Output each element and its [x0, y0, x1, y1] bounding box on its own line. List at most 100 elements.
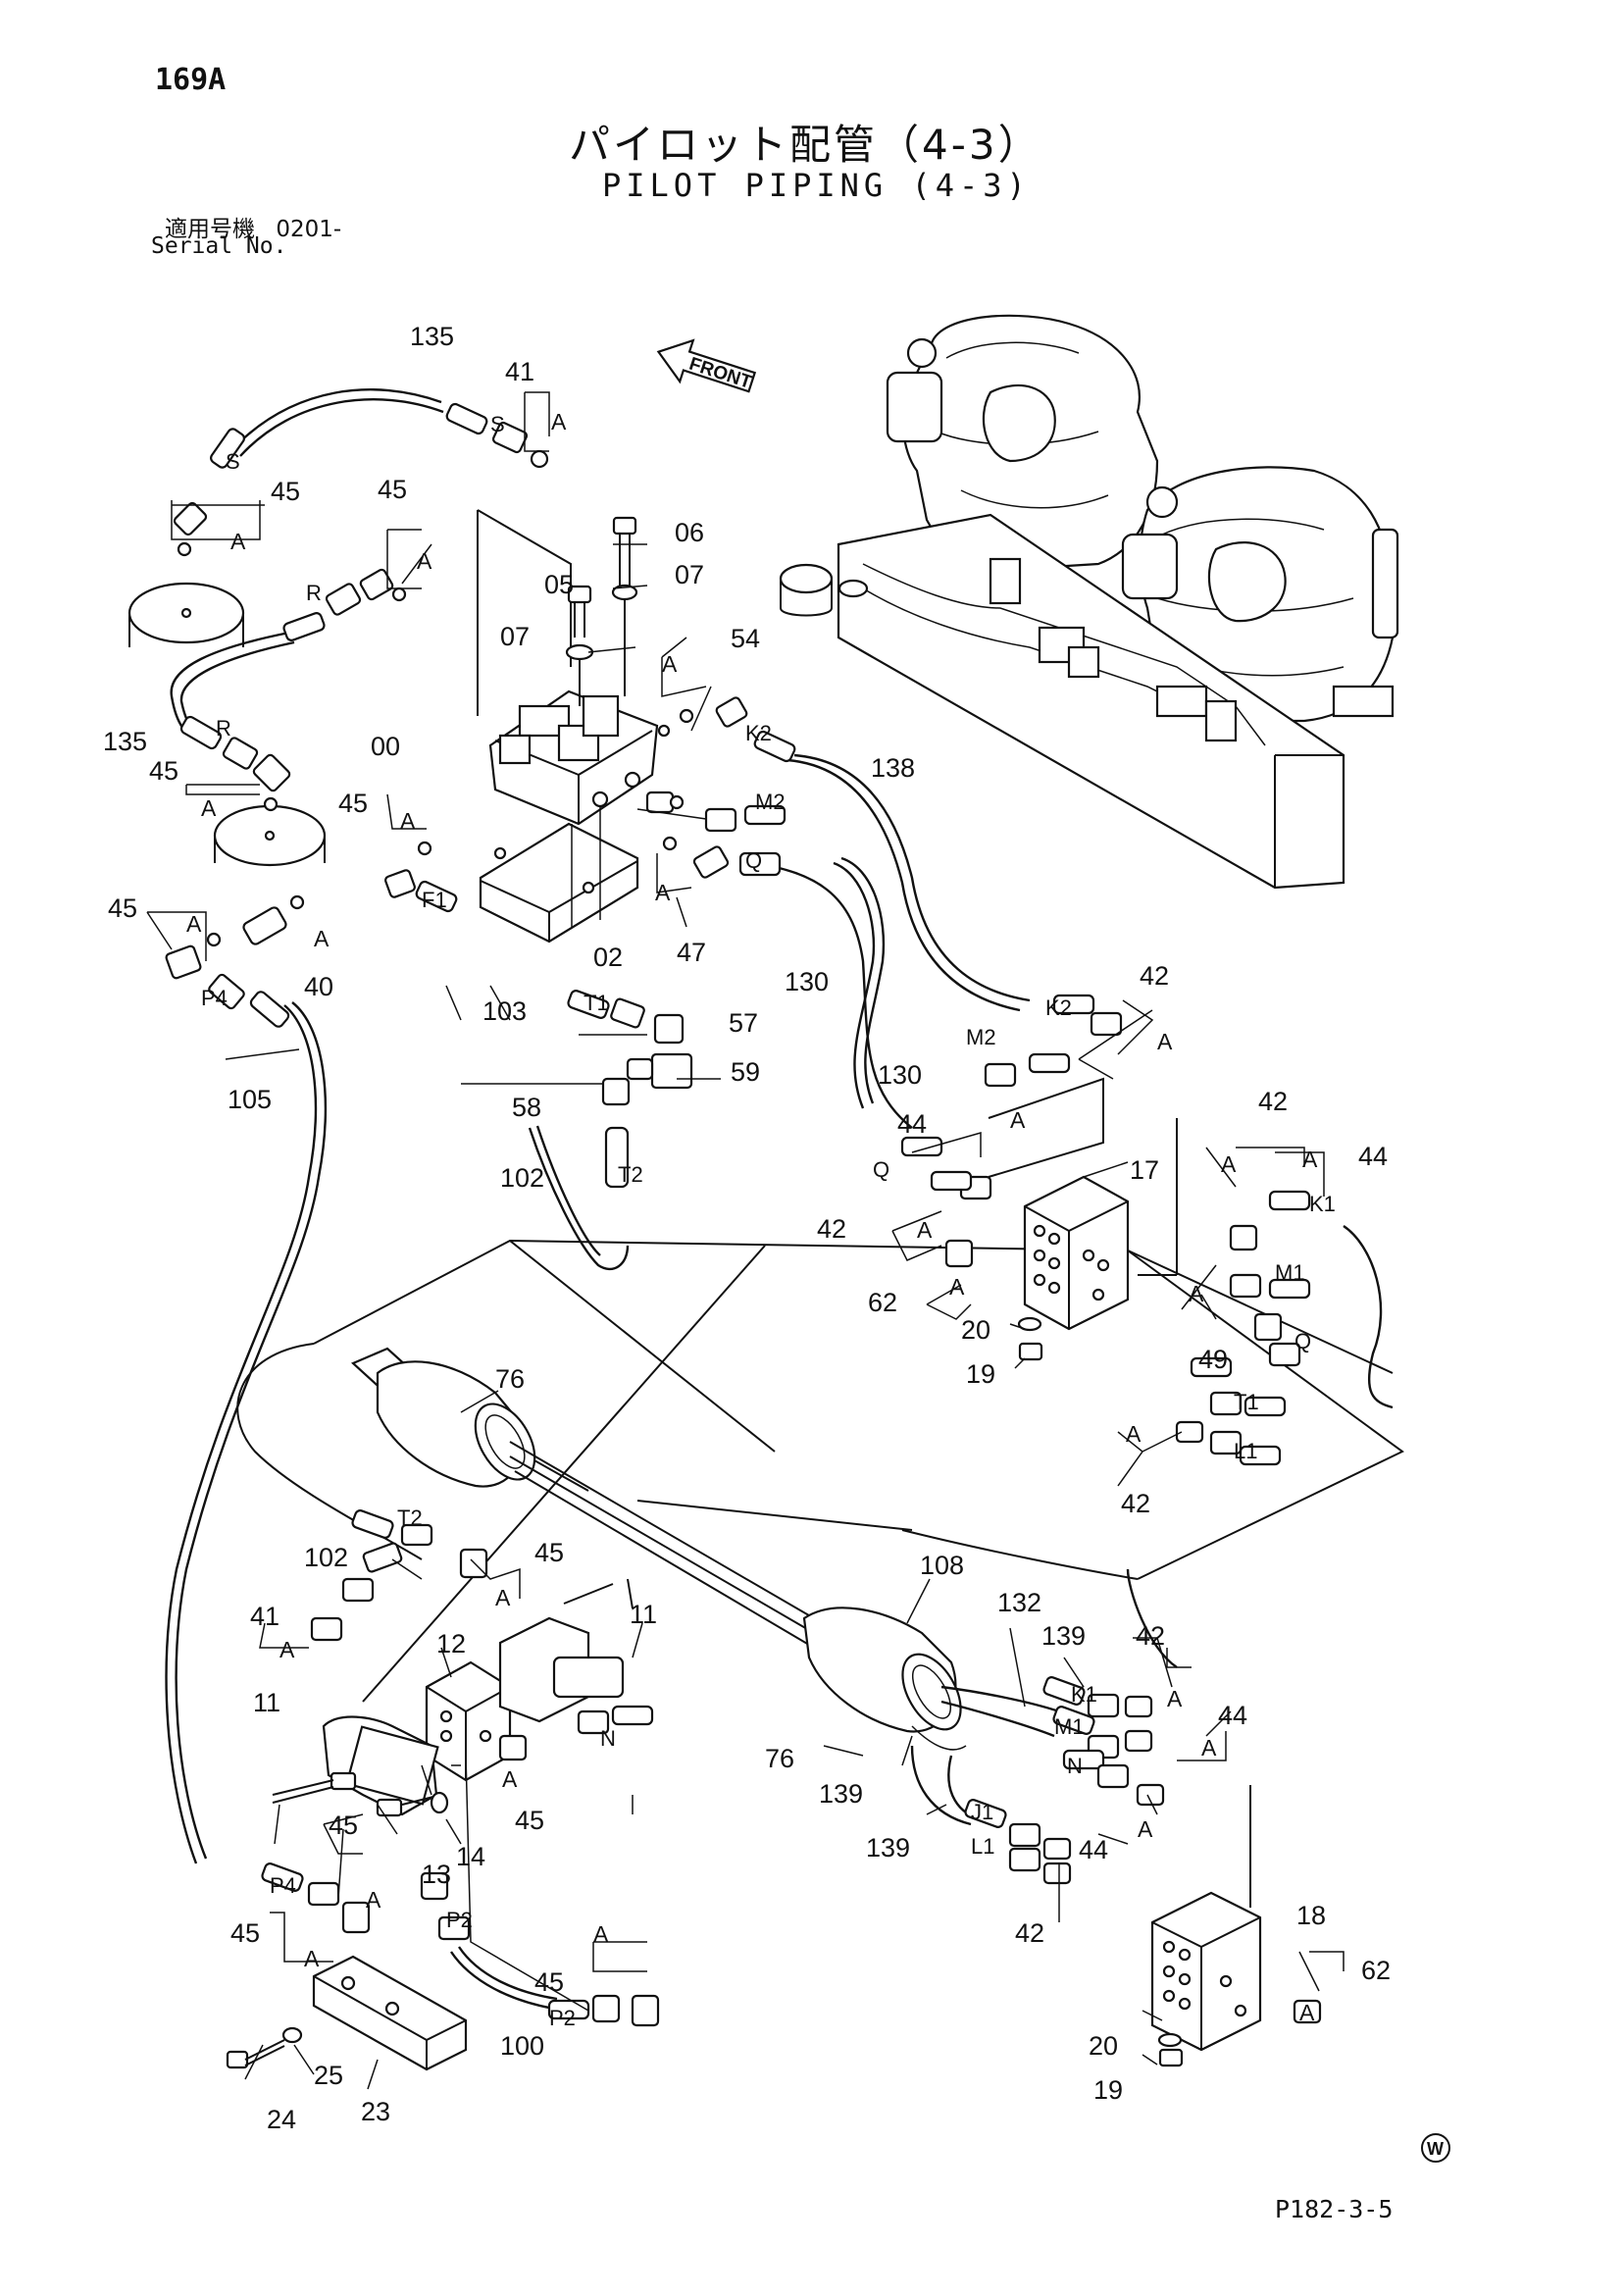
serial-value: 0201- [276, 217, 342, 242]
port-label-pJ1: J1 [971, 1800, 993, 1824]
callout-c42f: 42 [1015, 1918, 1044, 1948]
hose-fittings-upper [165, 402, 796, 1028]
callout-cAz: A [593, 1921, 609, 1947]
callout-cAd: A [662, 651, 678, 677]
callout-c11b: 11 [253, 1688, 280, 1717]
port-label-pL1a: L1 [1234, 1439, 1257, 1463]
callout-c05: 05 [544, 570, 574, 599]
callout-c19b: 19 [1093, 2075, 1123, 2105]
callout-c42a: 42 [1140, 961, 1169, 991]
callout-cAx: A [366, 1887, 381, 1913]
callout-c62a: 62 [868, 1288, 897, 1317]
callout-c102b: 102 [304, 1543, 348, 1572]
callout-c25: 25 [314, 2061, 343, 2090]
port-label-pT2a: T2 [618, 1162, 643, 1187]
callout-cAq: A [1126, 1421, 1142, 1447]
pilot-hoses-lower [450, 1225, 1394, 2011]
callout-leaders [146, 391, 1345, 2090]
callout-c135b: 135 [103, 727, 147, 756]
callout-cAo: A [949, 1274, 965, 1300]
port-label-pK1b: K1 [1071, 1682, 1097, 1707]
callout-c23: 23 [361, 2097, 390, 2126]
callout-cAc: A [417, 548, 432, 574]
callout-c139c: 139 [866, 1833, 910, 1862]
callout-c45d: 45 [338, 789, 368, 818]
swing-cylinder-upper [350, 1347, 815, 1649]
callout-cA2: A [1299, 2000, 1315, 2025]
swing-cylinder-lower [802, 1607, 967, 1751]
callout-c135a: 135 [410, 322, 454, 351]
callout-cAu: A [1201, 1735, 1217, 1760]
callout-cAb: A [230, 529, 246, 554]
callout-c07b: 07 [500, 622, 530, 651]
callout-c44c: 44 [1218, 1701, 1247, 1730]
callout-cAm: A [1302, 1147, 1318, 1172]
port-label-pP2b: P2 [549, 2006, 576, 2030]
port-label-pP4b: P4 [270, 1873, 296, 1898]
callout-cAf: A [400, 808, 416, 834]
callout-c20a: 20 [961, 1315, 990, 1345]
callout-c45a: 45 [271, 477, 300, 506]
callout-c132: 132 [997, 1588, 1041, 1617]
port-label-pQa: Q [745, 848, 762, 873]
port-label-pP4a: P4 [201, 986, 228, 1010]
callout-cAl: A [1221, 1151, 1237, 1177]
callout-c00: 00 [371, 732, 400, 761]
port-label-pR1: R [306, 581, 322, 605]
callout-c139a: 139 [1041, 1621, 1086, 1651]
callout-c103: 103 [482, 996, 527, 1026]
callout-c45g: 45 [515, 1806, 544, 1835]
callout-c138: 138 [871, 753, 915, 783]
callout-c45j: 45 [534, 1967, 564, 1997]
callout-cAp: A [1189, 1281, 1204, 1306]
callout-c42c: 42 [817, 1214, 846, 1244]
port-label-pM2b: M2 [966, 1025, 996, 1049]
port-label-pN2: N [1067, 1754, 1083, 1778]
callout-c12: 12 [436, 1629, 466, 1658]
callout-c44a: 44 [897, 1109, 927, 1139]
callout-cAv: A [502, 1766, 518, 1792]
watermark-symbol: W [1421, 2133, 1450, 2163]
callout-c54: 54 [731, 624, 760, 653]
port-label-pT1a: T1 [584, 991, 609, 1015]
pump-assembly-drawing [886, 314, 1399, 723]
callout-c17: 17 [1130, 1155, 1159, 1185]
port-label-pK1a: K1 [1309, 1192, 1336, 1216]
callout-c108: 108 [920, 1551, 964, 1580]
callout-cAw: A [1138, 1816, 1153, 1842]
callout-c45h: 45 [329, 1811, 358, 1840]
callout-c59: 59 [731, 1057, 760, 1087]
callout-c19a: 19 [966, 1359, 995, 1389]
control-valve-tray [779, 513, 1345, 890]
tee-fitting-assembly [567, 990, 693, 1189]
hose-fittings-lower [261, 994, 1322, 2067]
callout-c41b: 41 [250, 1602, 279, 1631]
callout-c45b: 45 [378, 475, 407, 504]
callout-cAi: A [655, 880, 671, 905]
port-label-pK2a: K2 [745, 721, 772, 745]
callout-c06: 06 [675, 518, 704, 547]
callout-c100: 100 [500, 2031, 544, 2061]
port-label-pQb: Q [873, 1157, 889, 1182]
callout-c44b: 44 [1358, 1142, 1388, 1171]
front-direction-arrow: FRONT [656, 338, 757, 393]
reference-code: P182-3-5 [1275, 2195, 1394, 2223]
callout-c07a: 07 [675, 560, 704, 589]
callout-c42d: 42 [1121, 1489, 1150, 1518]
callout-c130a: 130 [785, 967, 829, 996]
callout-c02: 02 [593, 943, 623, 972]
callout-c130b: 130 [878, 1060, 922, 1090]
callout-cAy: A [304, 1946, 320, 1971]
callout-cAr: A [495, 1585, 511, 1610]
port-label-pR2: R [216, 716, 231, 740]
callout-c41a: 41 [505, 357, 534, 386]
page-title-english: PILOT PIPING (4-3) [602, 167, 1031, 204]
pilot-hoses-upper [165, 388, 1031, 1864]
callout-c40: 40 [304, 972, 333, 1001]
callout-c139b: 139 [819, 1779, 863, 1809]
port-label-pT1b: T1 [1234, 1390, 1259, 1414]
callout-c44d: 44 [1079, 1835, 1108, 1864]
